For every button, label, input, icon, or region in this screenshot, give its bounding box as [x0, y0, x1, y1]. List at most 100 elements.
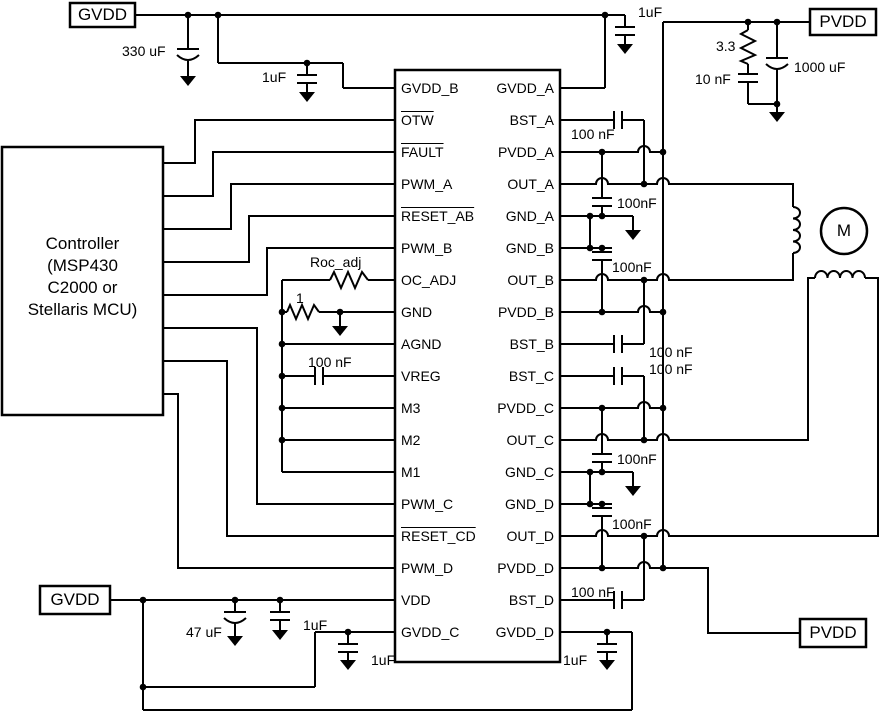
pin-pwm-a: PWM_A [401, 176, 453, 192]
wire-pvdd-b [560, 305, 663, 313]
ground-icon [272, 630, 288, 640]
cap-1000uF [765, 57, 789, 70]
cap-bst-a [613, 111, 623, 129]
cap-1uF-gvddc [338, 643, 358, 653]
label-cap-10nF: 10 nF [695, 71, 731, 87]
junction-dots [139, 11, 781, 691]
pin-pwm-d: PWM_D [401, 560, 454, 576]
cap-10nF [738, 73, 758, 83]
wire-gnd-ab [560, 215, 634, 249]
controller-label-line3: C2000 or [47, 278, 118, 297]
driver-ic-box [393, 68, 562, 664]
ground-icon [625, 230, 641, 240]
wire-pvdd-a [560, 145, 663, 153]
cap-dec-a [592, 197, 612, 207]
capacitors [176, 26, 789, 653]
winding-ab [792, 206, 801, 254]
pin-out-b: OUT_B [507, 272, 554, 288]
label-cap-dec-b: 100nF [612, 259, 652, 275]
pin-out-c: OUT_C [506, 432, 554, 448]
controller-label-line1: Controller [45, 234, 120, 253]
ground-icon [769, 112, 785, 122]
net-box-gvdd-bottom [38, 584, 112, 616]
ground-icon [332, 326, 348, 336]
label-cap-bst-c: 100 nF [649, 361, 693, 377]
resistor-roc-adj [329, 269, 369, 291]
label-cap-dec-a: 100nF [617, 195, 657, 211]
label-cap-1uF-vdd: 1uF [303, 617, 328, 633]
pin-out-d: OUT_D [506, 528, 554, 544]
controller-label-line2: (MSP430 [47, 256, 118, 275]
pin-gvdd-a: GVDD_A [496, 80, 554, 96]
pin-gvdd-b: GVDD_B [401, 80, 459, 96]
wire-bst-c [560, 375, 645, 440]
pin-m2: M2 [401, 432, 421, 448]
pin-vdd: VDD [401, 592, 431, 608]
wire-gnd-cd [560, 471, 634, 505]
cap-vreg [314, 367, 324, 385]
motor-label: M [836, 221, 852, 240]
cap-47uF [223, 611, 247, 624]
net-box-gvdd-top [68, 1, 137, 29]
pin-m1: M1 [401, 464, 421, 480]
net-label-gvdd-bottom: GVDD [50, 590, 100, 609]
resistor-3p3 [738, 29, 758, 65]
wire-pvdd-net [662, 21, 810, 568]
wire-gvdd-top [135, 14, 626, 92]
ground-icon [227, 636, 243, 646]
motor-circle [819, 206, 869, 256]
pin-gnd-d: GND_D [504, 496, 554, 512]
pin-agnd: AGND [401, 336, 442, 352]
label-cap-1000uF: 1000 uF [794, 59, 846, 75]
wire-analog-bus [281, 279, 395, 473]
ground-icon [180, 76, 196, 86]
pin-reset-cd: RESET_CD [401, 528, 476, 544]
ground-icon [617, 44, 633, 54]
pin-pvdd-c: PVDD_C [497, 400, 554, 416]
pin-m3: M3 [401, 400, 421, 416]
cap-dec-d [592, 507, 612, 517]
pin-gnd-a: GND_A [505, 208, 554, 224]
pin-fault: FAULT [401, 144, 444, 160]
label-cap-bst-d: 100 nF [571, 584, 615, 600]
wires [110, 14, 879, 711]
label-cap-dec-c: 100nF [617, 451, 657, 467]
wire-gvdd-bottom [110, 599, 633, 711]
label-cap-1uF-gvdda: 1uF [638, 4, 663, 20]
pin-oc-adj: OC_ADJ [401, 272, 457, 288]
cap-330uF [176, 48, 200, 76]
pin-bst-d: BST_D [508, 592, 554, 608]
pin-pwm-b: PWM_B [401, 240, 453, 256]
ground-icon [340, 660, 356, 670]
cap-dec-b [592, 251, 612, 261]
wire-out-c [560, 277, 815, 441]
resistor-1 [286, 302, 320, 322]
cap-bst-c [613, 367, 623, 385]
cap-1uF-vdd [270, 611, 290, 621]
label-cap-dec-d: 100nF [612, 516, 652, 532]
cap-1uF-gvdda [615, 26, 635, 36]
label-cap-bst-b: 100 nF [649, 344, 693, 360]
pin-otw: OTW [401, 112, 434, 128]
wire-out-a [560, 177, 794, 207]
label-res-roc-adj: Roc_adj [310, 254, 362, 270]
label-cap-vreg: 100 nF [308, 354, 352, 370]
net-label-gvdd-top: GVDD [77, 5, 128, 24]
wire-bst-d [560, 536, 645, 601]
controller-box [0, 145, 165, 417]
ground-icon [625, 486, 641, 496]
pin-pvdd-d: PVDD_D [497, 560, 554, 576]
cap-bst-d [613, 591, 623, 609]
pin-gnd-c: GND_C [504, 464, 554, 480]
pin-gvdd-d: GVDD_D [495, 624, 554, 640]
controller-label-line4: Stellaris MCU) [27, 300, 138, 319]
pin-gvdd-c: GVDD_C [401, 624, 460, 640]
wire-pvdd-c [560, 401, 663, 409]
pin-gnd: GND [401, 304, 433, 320]
cap-1uF-gvddb [297, 74, 317, 84]
ground-symbols [180, 44, 785, 670]
label-cap-bst-a: 100 nF [571, 126, 615, 142]
cap-bst-b [613, 335, 623, 353]
